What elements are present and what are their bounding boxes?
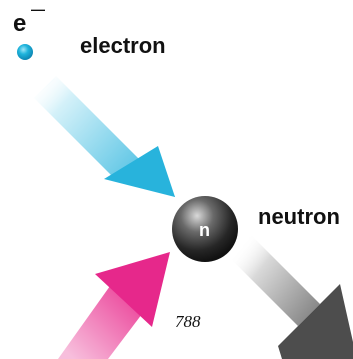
neutron-symbol-label: n (199, 220, 210, 240)
annotation-number: 788 (175, 312, 201, 331)
electron-charge-superscript: — (31, 1, 45, 17)
electron-name-label: electron (80, 33, 166, 58)
neutron-outgoing-arrow-body (222, 228, 320, 326)
electron-dot (17, 44, 33, 60)
neutron-name-label: neutron (258, 204, 340, 229)
electron-symbol-label: e (13, 10, 26, 37)
electron-incoming-arrow-body (34, 76, 140, 182)
